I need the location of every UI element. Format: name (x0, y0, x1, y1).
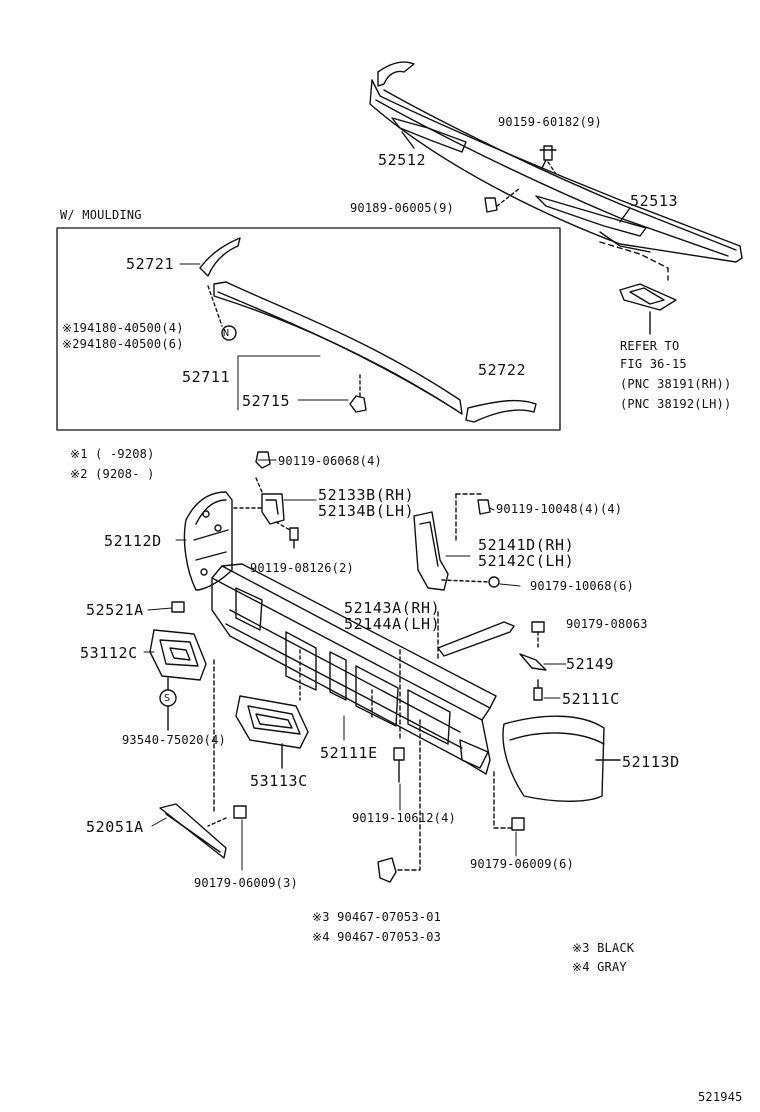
label-90189-06005: 90189-06005(9) (350, 201, 454, 215)
moulding-parts (199, 237, 537, 423)
bolt-90119-10612 (393, 747, 405, 783)
s-mark: S (164, 693, 171, 704)
grille-53112 (149, 601, 207, 731)
right-fasteners (519, 621, 547, 701)
note-3: ※3 BLACK (572, 941, 635, 955)
label-90119-06068: 90119-06068(4) (278, 454, 382, 468)
label-leaders (143, 263, 567, 871)
bracket-52051 (159, 803, 247, 859)
label-53112c: 53112C (80, 644, 138, 662)
refer-line3: (PNC 38191(RH)) (620, 377, 732, 391)
clip-90467 (377, 857, 397, 883)
label-90467-07053-03: ※4 90467-07053-03 (312, 930, 442, 944)
label-90119-10048: 90119-10048(4)(4) (496, 502, 623, 516)
refer-line2: FIG 36-15 (620, 357, 687, 371)
label-52141d: 52141D(RH) (478, 536, 575, 554)
label-52721: 52721 (126, 255, 175, 273)
main-bumper (211, 563, 497, 775)
label-94180-40500-1: ※194180-40500(4) (62, 321, 184, 335)
leader-refer (599, 241, 669, 281)
label-52144a: 52144A(LH) (344, 615, 441, 633)
label-90179-06009-b: 90179-06009(6) (470, 857, 574, 871)
leader-90179-06009b (493, 771, 513, 829)
label-52722: 52722 (478, 361, 527, 379)
right-end-cap (502, 715, 621, 831)
label-90467-07053-01: ※3 90467-07053-01 (312, 910, 442, 924)
label-90179-08063: 90179-08063 (566, 617, 648, 631)
label-90119-08126: 90119-08126(2) (250, 561, 354, 575)
label-52112d: 52112D (104, 532, 162, 550)
refer-bracket (619, 283, 677, 335)
label-90179-10068: 90179-10068(6) (530, 579, 634, 593)
note-2: ※2 (9208- ) (70, 467, 155, 481)
label-52111e: 52111E (320, 744, 378, 762)
label-94180-40500-2: ※294180-40500(6) (62, 337, 184, 351)
label-52512: 52512 (378, 151, 427, 169)
grille-53113 (235, 695, 309, 769)
refer-line4: (PNC 38192(LH)) (620, 397, 732, 411)
leader-90467 (393, 719, 421, 871)
upper-panel-52512-52513 (369, 61, 743, 263)
stay-52143 (437, 611, 515, 661)
label-52111c: 52111C (562, 690, 620, 708)
figure-id: 521945 (698, 1090, 743, 1104)
n-mark: N (223, 328, 230, 339)
refer-line1: REFER TO (620, 339, 680, 353)
label-52143a: 52143A(RH) (344, 599, 441, 617)
label-52149: 52149 (566, 655, 615, 673)
label-52711: 52711 (182, 368, 231, 386)
bracket-52141 (413, 493, 500, 591)
label-52113d: 52113D (622, 753, 680, 771)
label-52051a: 52051A (86, 818, 144, 836)
note-4: ※4 GRAY (572, 960, 627, 974)
moulding-box (56, 227, 561, 431)
label-52142c: 52142C(LH) (478, 552, 575, 570)
bracket-52133 (233, 477, 299, 549)
label-90179-06009-a: 90179-06009(3) (194, 876, 298, 890)
label-90119-10612: 90119-10612(4) (352, 811, 456, 825)
label-52134b: 52134B(LH) (318, 502, 415, 520)
label-52133b: 52133B(RH) (318, 486, 415, 504)
label-52513: 52513 (630, 192, 679, 210)
left-end-cap (183, 491, 233, 591)
label-52521a: 52521A (86, 601, 144, 619)
label-93540-75020: 93540-75020(4) (122, 733, 226, 747)
label-52715: 52715 (242, 392, 291, 410)
note-1: ※1 ( -9208) (70, 447, 155, 461)
section-title: W/ MOULDING (60, 208, 142, 222)
label-53113c: 53113C (250, 772, 308, 790)
label-90159-60182: 90159-60182(9) (498, 115, 602, 129)
